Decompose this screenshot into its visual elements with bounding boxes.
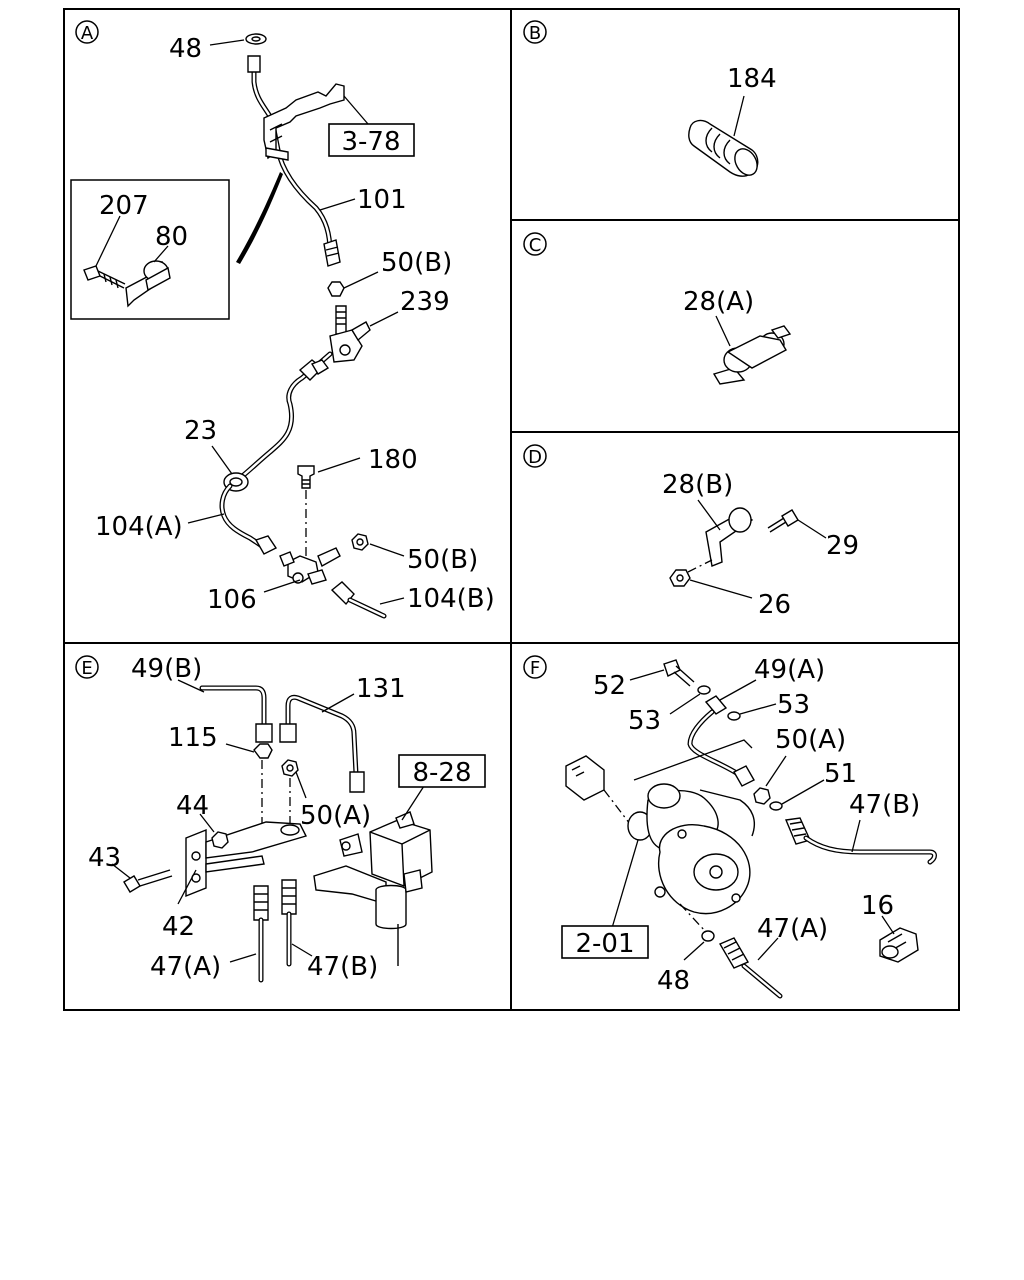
label-47b-f: 47(B): [849, 790, 920, 820]
label-53-right: 53: [777, 690, 810, 720]
label-44: 44: [176, 791, 209, 821]
ref-3-78: 3-78: [341, 127, 400, 157]
svg-text:B: B: [529, 23, 541, 44]
label-28b: 28(B): [662, 470, 733, 500]
label-53-left: 53: [628, 706, 661, 736]
washer-53-right: [727, 711, 741, 721]
label-207: 207: [99, 191, 149, 221]
svg-text:F: F: [530, 658, 540, 679]
washer-51: [769, 801, 783, 811]
label-50a-e: 50(A): [300, 801, 371, 831]
bolt-43: [123, 869, 173, 893]
clip-16: [879, 927, 919, 963]
label-49b: 49(B): [131, 654, 202, 684]
label-51: 51: [824, 759, 857, 789]
label-52: 52: [593, 671, 626, 701]
label-104a: 104(A): [95, 512, 183, 542]
connector-184: [688, 119, 759, 177]
inset-clamp-detail: 207 80: [70, 172, 283, 320]
nut-50a-f: [753, 787, 771, 805]
clip-28a: [712, 325, 792, 385]
section-b: B 184: [523, 20, 777, 177]
nut-50a-e: [281, 759, 299, 777]
label-47b-e: 47(B): [307, 952, 378, 982]
svg-text:A: A: [81, 23, 94, 44]
label-47a-f: 47(A): [757, 914, 828, 944]
label-48-f: 48: [657, 966, 690, 996]
label-50b-upper: 50(B): [381, 248, 452, 278]
valve-assembly-8-28: [313, 811, 433, 966]
nut-44: [211, 831, 229, 849]
label-184: 184: [727, 64, 777, 94]
section-c-marker: C: [523, 232, 547, 256]
svg-text:E: E: [81, 658, 92, 679]
section-e: E 49(B) 131 115 50(A): [75, 654, 486, 983]
label-50b-lower: 50(B): [407, 545, 478, 575]
label-26: 26: [758, 590, 791, 620]
washer-48: [245, 33, 267, 45]
vacuum-pump-2-01: [565, 755, 756, 915]
label-48: 48: [169, 34, 202, 64]
label-42: 42: [162, 912, 195, 942]
section-d: D 28(B) 29 26: [523, 444, 859, 620]
svg-text:D: D: [528, 447, 542, 468]
section-a-marker: A: [75, 20, 99, 44]
ref-2-01: 2-01: [575, 929, 634, 959]
label-101: 101: [357, 185, 407, 215]
union-239: [329, 305, 371, 363]
clamp-80: [125, 260, 171, 308]
union-106: [279, 547, 341, 585]
label-43: 43: [88, 843, 121, 873]
label-80: 80: [155, 222, 188, 252]
bolt-52: [663, 659, 695, 687]
section-f-marker: F: [523, 655, 547, 679]
label-49a: 49(A): [754, 655, 825, 685]
svg-text:C: C: [529, 235, 542, 256]
label-47a-e: 47(A): [150, 952, 221, 982]
section-e-marker: E: [75, 655, 99, 679]
nut-26: [669, 569, 691, 587]
washer-48-f: [701, 930, 715, 942]
label-115: 115: [168, 723, 218, 753]
label-106: 106: [207, 585, 257, 615]
clip-28b: [705, 507, 754, 567]
label-131: 131: [356, 674, 406, 704]
ref-8-28: 8-28: [412, 758, 471, 788]
section-f: F 52 53 49(A) 53 50(A) 51: [523, 655, 937, 999]
label-180: 180: [368, 445, 418, 475]
section-c: C 28(A): [523, 232, 792, 385]
bracket-3-78: [263, 83, 345, 161]
washer-53-left: [697, 685, 711, 695]
nut-50b-lower: [351, 533, 369, 551]
label-239: 239: [400, 287, 450, 317]
label-29: 29: [826, 531, 859, 561]
label-16: 16: [861, 891, 894, 921]
bolt-207: [83, 265, 126, 289]
diagram-frame: [63, 8, 960, 1011]
nut-115: [253, 743, 273, 759]
label-23: 23: [184, 416, 217, 446]
nut-50b-upper: [327, 281, 345, 297]
section-a: A 207 80 48: [70, 20, 495, 619]
label-50a-f: 50(A): [775, 725, 846, 755]
label-104b: 104(B): [407, 584, 495, 614]
bleeder-180: [297, 465, 315, 489]
section-d-marker: D: [523, 444, 547, 468]
bolt-29: [767, 509, 799, 533]
label-28a: 28(A): [683, 287, 754, 317]
section-b-marker: B: [523, 20, 547, 44]
